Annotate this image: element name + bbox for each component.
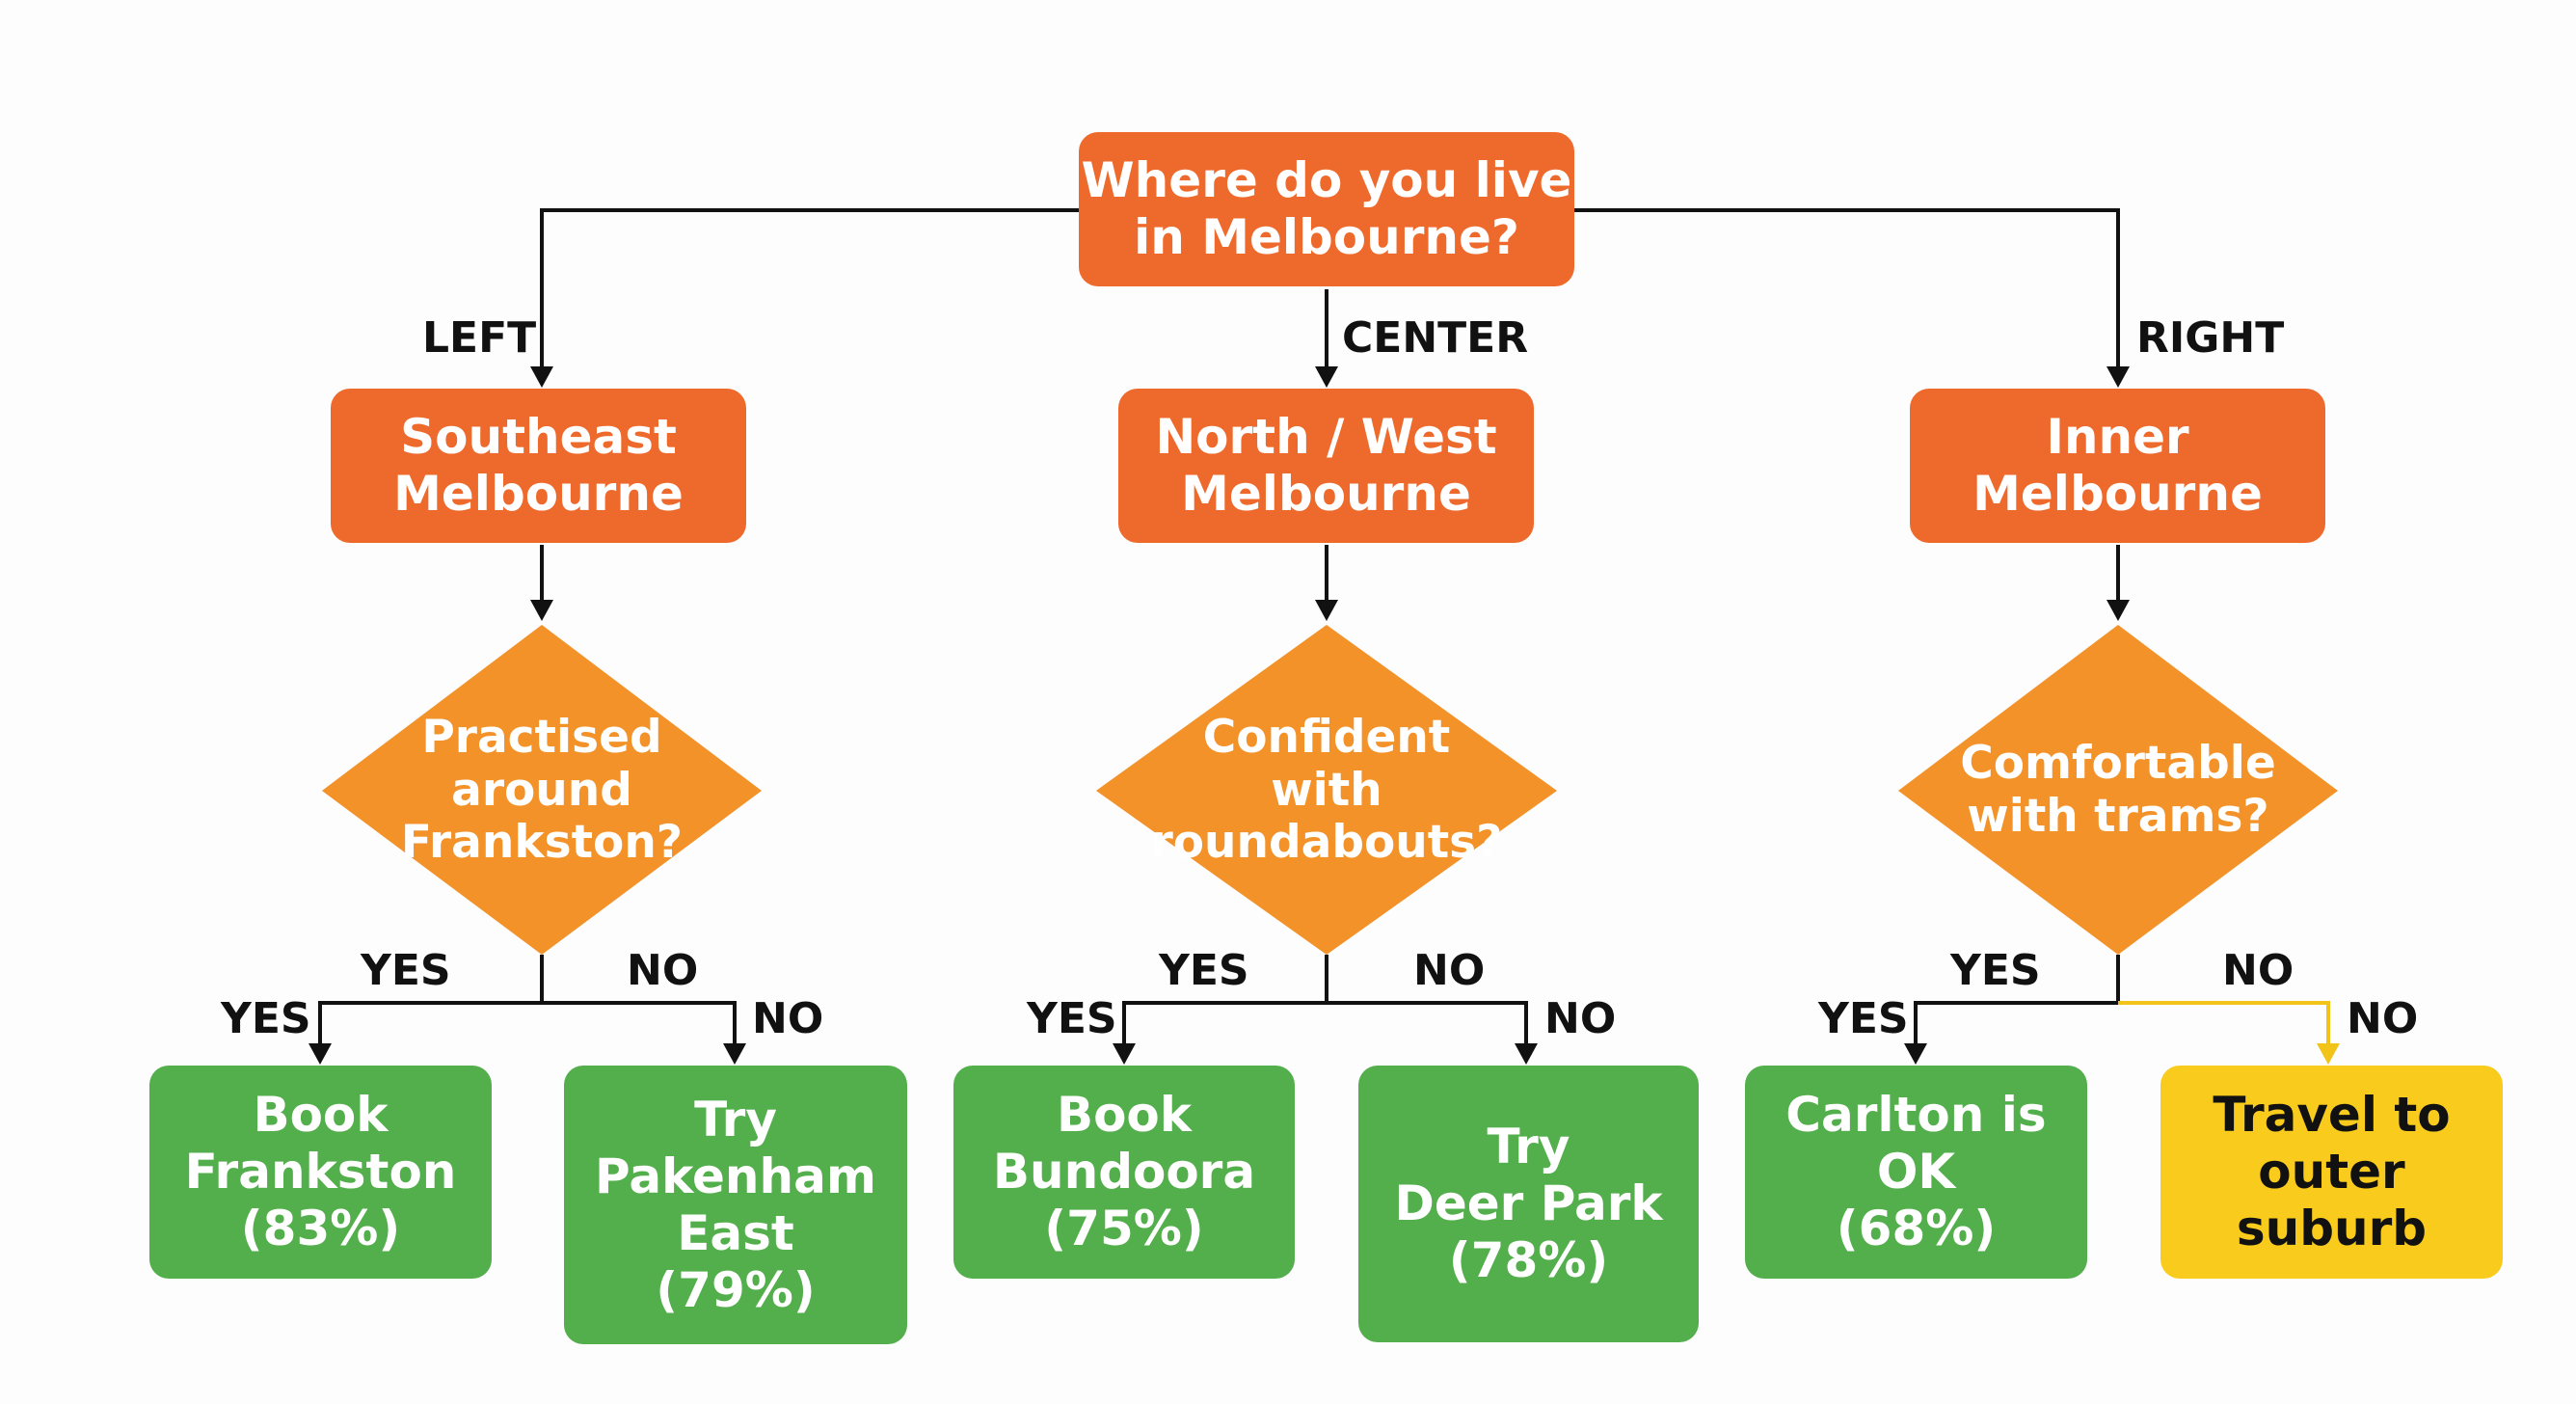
- arrowhead: [1315, 600, 1338, 621]
- decision-text-center: Confident with roundabouts?: [1150, 711, 1503, 870]
- connector-root-left: [540, 208, 1079, 371]
- outcome-carlton-ok: Carlton is OK (68%): [1745, 1066, 2087, 1279]
- region-node-inner: Inner Melbourne: [1910, 389, 2325, 543]
- no-label: NO: [1544, 994, 1617, 1043]
- arrowhead: [1315, 366, 1338, 388]
- yes-label: YES: [1027, 994, 1117, 1043]
- outcome-book-bundoora: Book Bundoora (75%): [953, 1066, 1295, 1279]
- arrowhead: [723, 1043, 746, 1065]
- yes-label: YES: [361, 946, 451, 995]
- region-node-southeast: Southeast Melbourne: [331, 389, 746, 543]
- yes-label: YES: [221, 994, 311, 1043]
- no-label: NO: [627, 946, 699, 995]
- decision-text-left: Practised around Frankston?: [400, 711, 684, 870]
- yes-label: YES: [1818, 994, 1909, 1043]
- decision-diamond-left: [322, 625, 762, 955]
- arrowhead: [2317, 1043, 2340, 1065]
- no-label: NO: [752, 994, 824, 1043]
- yes-label: YES: [1159, 946, 1249, 995]
- root-question-node: Where do you live in Melbourne?: [1079, 132, 1574, 286]
- connector-right-no: [2118, 1001, 2330, 1046]
- branch-label-left: LEFT: [422, 313, 537, 363]
- arrowhead: [1113, 1043, 1136, 1065]
- arrowhead: [1515, 1043, 1538, 1065]
- connector-root-right: [1574, 208, 2120, 371]
- connector-left-yes: [318, 1001, 542, 1046]
- outcome-try-pakenham-east: Try Pakenham East (79%): [564, 1066, 907, 1344]
- connector-right-yes: [1914, 1001, 2118, 1046]
- arrowhead: [309, 1043, 332, 1065]
- arrowhead: [530, 366, 553, 388]
- region-node-north-west: North / West Melbourne: [1118, 389, 1534, 543]
- decision-text-right: Comfortable with trams?: [1960, 737, 2276, 843]
- decision-diamond-right: [1898, 625, 2338, 955]
- no-label: NO: [1413, 946, 1486, 995]
- connector-left-no: [542, 1001, 737, 1046]
- arrowhead: [2106, 600, 2130, 621]
- connector-center-yes: [1122, 1001, 1327, 1046]
- arrowhead: [530, 600, 553, 621]
- no-label: NO: [2347, 994, 2419, 1043]
- outcome-try-deer-park: Try Deer Park (78%): [1358, 1066, 1699, 1342]
- outcome-travel-outer-suburb: Travel to outer suburb: [2160, 1066, 2503, 1279]
- branch-label-center: CENTER: [1342, 313, 1529, 363]
- decision-diamond-center: [1096, 625, 1557, 955]
- yes-label: YES: [1950, 946, 2041, 995]
- outcome-book-frankston: Book Frankston (83%): [149, 1066, 492, 1279]
- arrowhead: [1904, 1043, 1927, 1065]
- branch-label-right: RIGHT: [2136, 313, 2285, 363]
- arrowhead: [2106, 366, 2130, 388]
- no-label: NO: [2222, 946, 2294, 995]
- connector-center-no: [1327, 1001, 1528, 1046]
